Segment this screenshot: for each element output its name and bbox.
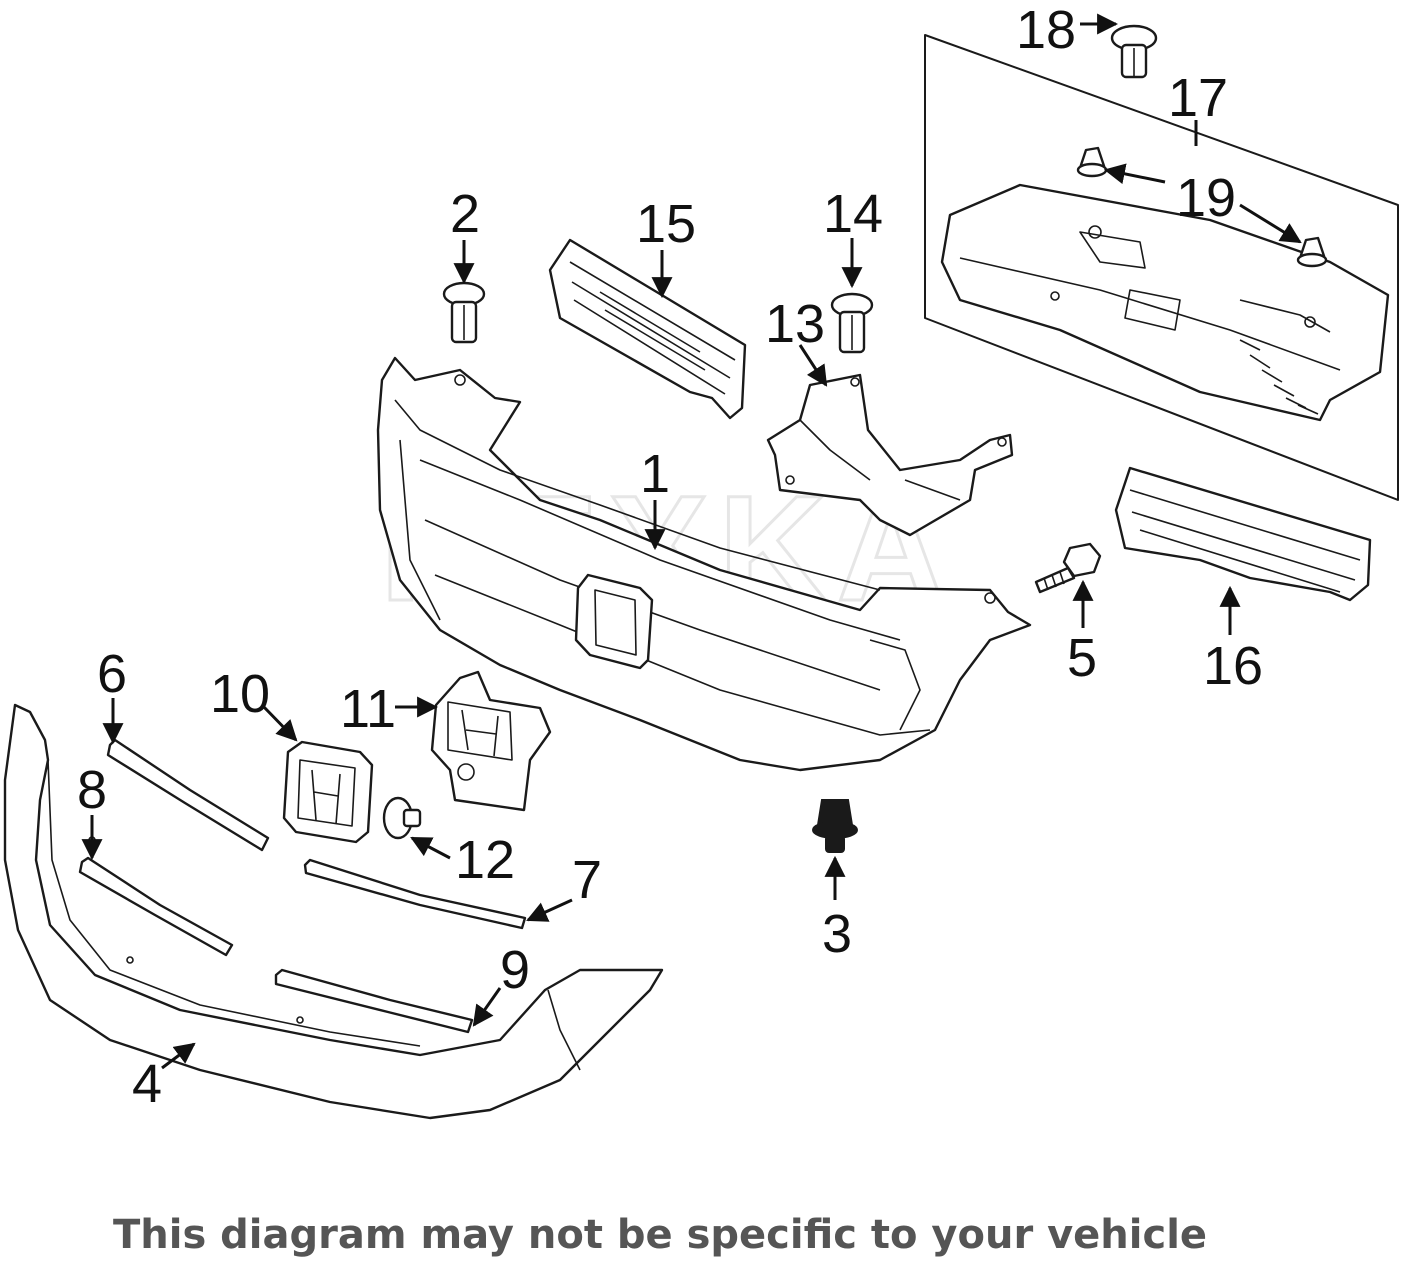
callout-8: 8 — [77, 760, 107, 820]
leader-19b — [1239, 203, 1302, 244]
part-10-emblem — [282, 740, 374, 844]
part-9-molding — [274, 968, 474, 1034]
part-8-molding-lower — [78, 856, 234, 957]
callout-6: 6 — [97, 644, 127, 704]
callout-13: 13 — [765, 294, 825, 354]
leader-19a — [1103, 163, 1166, 185]
part-18-clip — [1110, 24, 1158, 79]
callout-5: 5 — [1067, 628, 1097, 688]
part-17-radiator-cover — [924, 34, 1399, 501]
callout-16: 16 — [1203, 636, 1263, 696]
part-11-emblem-base — [430, 670, 552, 812]
part-2-clip — [442, 281, 486, 344]
leader-12 — [410, 836, 451, 860]
leader-7 — [526, 898, 573, 922]
part-12-nut — [382, 796, 422, 840]
callout-11: 11 — [340, 679, 396, 739]
callout-18: 18 — [1016, 0, 1076, 60]
part-13-bracket — [766, 373, 1014, 537]
part-6-molding-upper — [106, 738, 270, 852]
leader-10 — [260, 703, 298, 742]
callout-2: 2 — [450, 184, 480, 244]
part-1-grille-assembly — [376, 356, 1032, 772]
disclaimer-text: This diagram may not be specific to your… — [112, 1212, 1208, 1258]
part-5-bolt — [1034, 542, 1102, 594]
part-16-air-guide-lower — [1114, 466, 1372, 602]
part-7-molding — [303, 858, 527, 930]
callout-4: 4 — [132, 1054, 162, 1114]
leader-9 — [472, 987, 502, 1027]
callout-9: 9 — [500, 940, 530, 1000]
callout-15: 15 — [636, 194, 696, 254]
part-3-clip — [812, 799, 858, 853]
callout-12: 12 — [455, 830, 515, 890]
callout-7: 7 — [572, 850, 602, 910]
callout-10: 10 — [210, 664, 270, 724]
leader-13 — [798, 344, 828, 387]
callout-14: 14 — [823, 184, 883, 244]
callout-17: 17 — [1168, 68, 1228, 128]
leader-4 — [161, 1042, 196, 1070]
part-4-lower-bumper-trim — [3, 703, 664, 1120]
part-19-clip-b — [1296, 236, 1328, 268]
callout-19: 19 — [1176, 168, 1236, 228]
callout-3: 3 — [822, 904, 852, 964]
part-19-clip-a — [1076, 146, 1108, 178]
part-15-air-guide-upper — [548, 238, 747, 420]
part-14-clip — [830, 292, 874, 354]
callout-1: 1 — [640, 444, 670, 504]
